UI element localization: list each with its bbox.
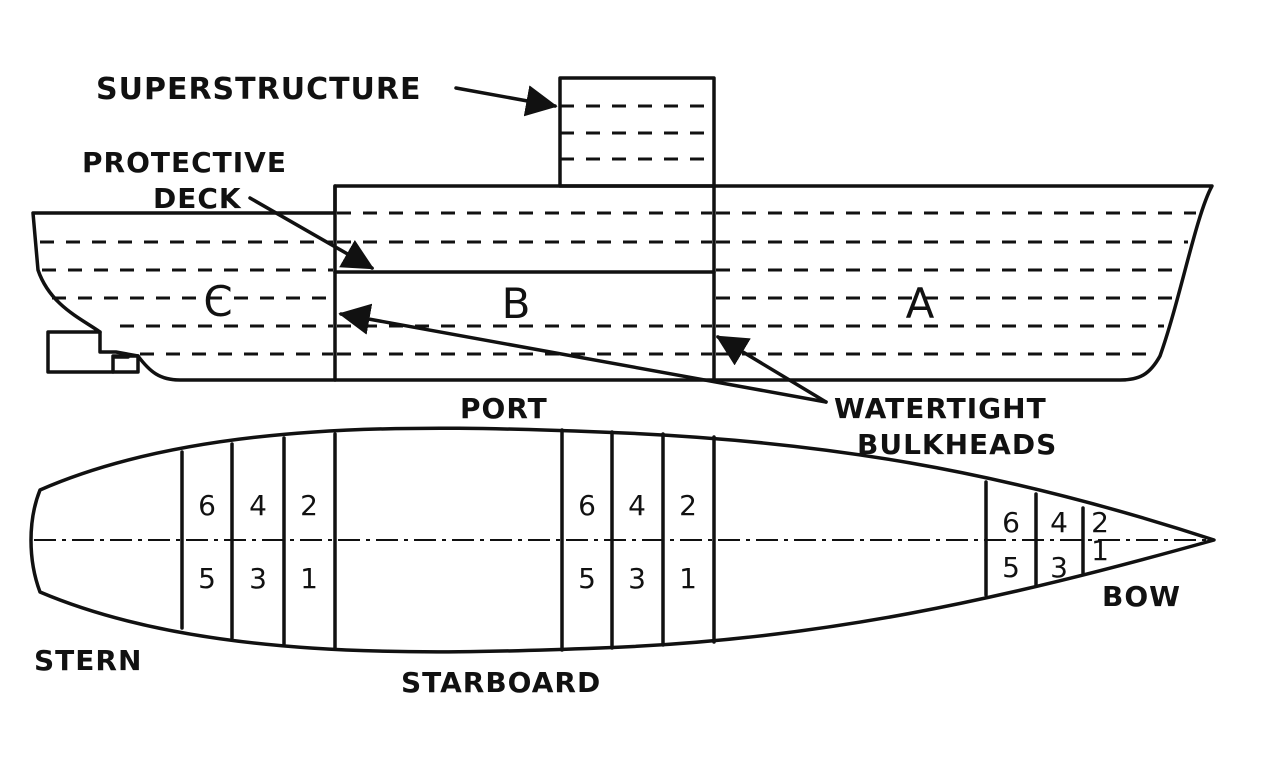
hull-profile-outline [31,184,1214,382]
starboard-label: STARBOARD [401,666,601,699]
bow-starboard-compartment-3: 3 [1050,551,1068,584]
bow-port-compartment-6: 6 [1002,506,1020,539]
bow-port-compartment-2: 2 [1091,506,1109,539]
bow-port-compartment-4: 4 [1050,506,1068,539]
hull-plan-outline [29,426,1216,654]
bow-label: BOW [1102,580,1181,613]
stern-starboard-compartment-1: 1 [300,562,318,595]
protective-deck-label-line1: PROTECTIVE [82,146,287,179]
stern-starboard-compartment-5: 5 [198,562,216,595]
bulkhead-arrow-forward [715,335,828,404]
propeller-shaft [111,354,140,374]
stern-port-compartment-2: 2 [300,489,318,522]
compartment-c-label: C [203,277,232,326]
bow-starboard-compartment-5: 5 [1002,551,1020,584]
compartment-b-label: B [502,279,531,328]
stern-label: STERN [34,644,142,677]
profile-annotations: SUPERSTRUCTURE PROTECTIVE DECK PORT WATE… [34,72,1181,699]
bulkhead-arrow-aft [338,303,828,404]
stern-starboard-compartment-3: 3 [249,562,267,595]
watertight-bulkheads-label-line2: BULKHEADS [857,428,1057,461]
compartment-a-label: A [906,279,935,328]
ship-plan-view: 6 4 2 5 3 1 6 4 2 5 3 1 6 4 2 5 3 1 [29,426,1216,654]
stern-port-compartment-6: 6 [198,489,216,522]
middle-port-compartment-2: 2 [679,489,697,522]
protective-deck-arrow [248,196,375,270]
middle-port-compartment-6: 6 [578,489,596,522]
middle-starboard-compartment-5: 5 [578,562,596,595]
superstructure-arrow [454,85,558,117]
superstructure-label: SUPERSTRUCTURE [96,72,422,107]
middle-port-compartment-4: 4 [628,489,646,522]
middle-starboard-compartment-3: 3 [628,562,646,595]
watertight-bulkheads-label-line1: WATERTIGHT [834,392,1047,425]
middle-starboard-compartment-1: 1 [679,562,697,595]
stern-port-compartment-4: 4 [249,489,267,522]
rudder-shape [98,330,140,358]
ship-profile-view: C B A [31,76,1214,382]
port-label: PORT [460,392,548,425]
bow-starboard-compartment-1: 1 [1091,534,1109,567]
protective-deck-label-line2: DECK [153,182,242,215]
